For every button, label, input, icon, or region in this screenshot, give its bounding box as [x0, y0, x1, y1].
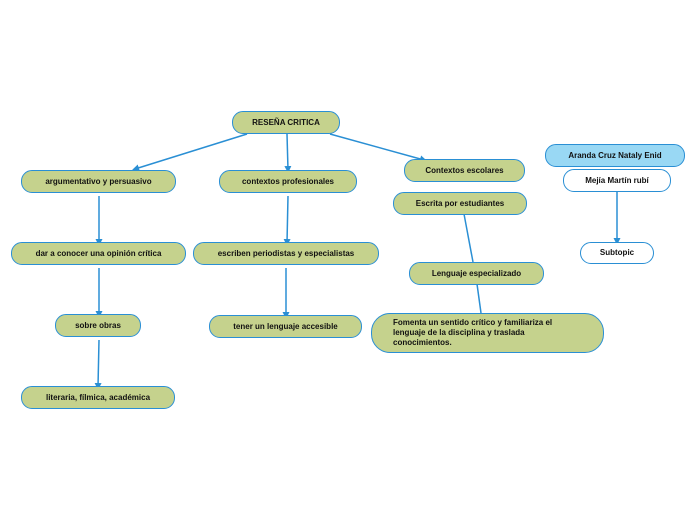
topic-escriben-periodistas[interactable]: escriben periodistas y especialistas [193, 242, 379, 265]
topic-fomenta-sentido-critico[interactable]: Fomenta un sentido crítico y familiariza… [371, 313, 604, 353]
topic-contextos-profesionales[interactable]: contextos profesionales [219, 170, 357, 193]
connector-lenguaje-especializado-to-fomenta [476, 283, 482, 314]
connector-sobre-obras-to-literaria [94, 339, 102, 390]
connector-root-to-contextos-profesionales [284, 133, 292, 173]
topic-dar-conocer-opinion[interactable]: dar a conocer una opinión crítica [11, 242, 186, 265]
connector-root-to-contextos-escolares [329, 133, 427, 163]
topic-lenguaje-especializado[interactable]: Lenguaje especializado [409, 262, 544, 285]
topic-argumentativo-persuasivo[interactable]: argumentativo y persuasivo [21, 170, 176, 193]
connector-root-to-argumentativo [132, 133, 248, 172]
topic-sobre-obras[interactable]: sobre obras [55, 314, 141, 337]
author-aranda-cruz[interactable]: Aranda Cruz Nataly Enid [545, 144, 685, 167]
connector-escrita-to-lenguaje-especializado [463, 213, 474, 263]
topic-contextos-escolares[interactable]: Contextos escolares [404, 159, 525, 182]
root-topic-resena-critica[interactable]: RESEÑA CRITICA [232, 111, 340, 134]
topic-escrita-por-estudiantes[interactable]: Escrita por estudiantes [393, 192, 527, 215]
subtopic-node[interactable]: Subtopic [580, 242, 654, 264]
topic-literaria-filmica-academica[interactable]: literaria, fílmica, académica [21, 386, 175, 409]
topic-tener-lenguaje-accesible[interactable]: tener un lenguaje accesible [209, 315, 362, 338]
connector-contextos-profesionales-to-escriben [283, 195, 291, 246]
author-mejia-martin[interactable]: Mejía Martín rubí [563, 169, 671, 192]
